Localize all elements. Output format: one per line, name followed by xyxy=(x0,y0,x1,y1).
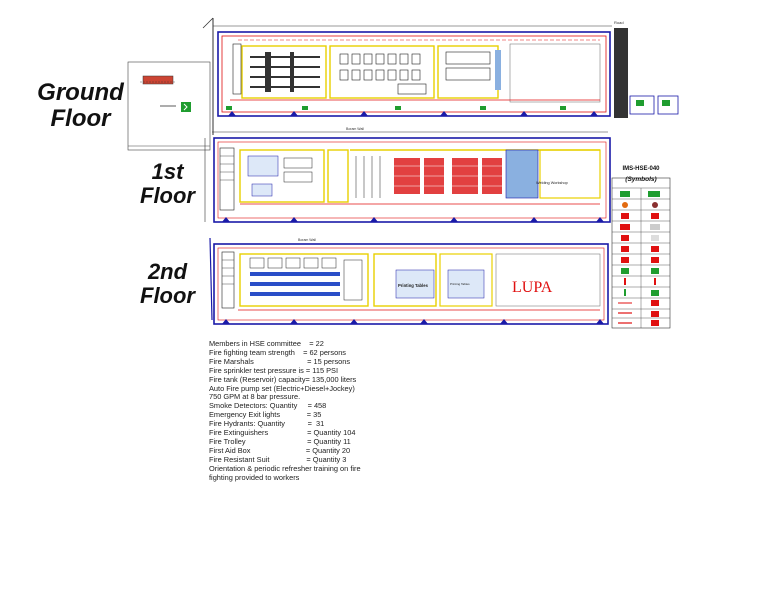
ground-floor-label: Ground Floor xyxy=(28,79,133,133)
note-line: Emergency Exit lights = 35 xyxy=(209,410,322,420)
road xyxy=(614,28,628,118)
note-line: fighting provided to workers xyxy=(209,472,300,482)
note-line: Smoke Detectors: Quantity = 458 xyxy=(209,401,327,411)
legend-doc-code: IMS-HSE-040 xyxy=(622,166,660,172)
ground-floor-label-line1: Ground xyxy=(37,79,124,106)
note-line: Fire Trolley = Quantity 11 xyxy=(209,436,351,446)
first-floor-plan: Boram Wall xyxy=(204,127,611,223)
note-line: Members in HSE committee = 22 xyxy=(209,339,324,348)
assembly-point-icon xyxy=(181,102,191,112)
symbols-legend xyxy=(611,177,671,329)
note-line: Fire Extinguishers = Quantity 104 xyxy=(209,428,356,438)
note-line: Fire Resistant Suit = Quantity 3 xyxy=(209,454,347,464)
ground-floor-label-line2: Floor xyxy=(50,105,111,133)
printing-tables-label: Printing Tables xyxy=(398,283,429,288)
first-floor-label: 1st Floor xyxy=(130,159,205,209)
note-line: 750 GPM at 8 bar pressure. xyxy=(209,392,301,402)
gate-block xyxy=(142,75,174,85)
note-line: Auto Fire pump set (Electric+Diesel+Jock… xyxy=(209,383,355,393)
second-floor-label-line2: Floor xyxy=(140,283,195,309)
fire-safety-notes: Members in HSE committee = 22 Fire fight… xyxy=(209,339,361,483)
second-floor-label-line1: 2nd xyxy=(147,259,188,284)
note-line: Fire tank (Reservoir) capacity= 135,000 … xyxy=(209,374,357,384)
note-line: Fire fighting team strength = 62 persons xyxy=(209,347,347,357)
boundary-wall-label-1: Boram Wall xyxy=(346,127,364,131)
legend-title: (Symbols) xyxy=(625,176,657,183)
ground-floor-plan: Road xyxy=(127,17,679,151)
note-line: Fire sprinkler test pressure is = 115 PS… xyxy=(209,365,339,375)
second-floor-plan: Boram Wall Printing Tables Printing Tabl… xyxy=(209,237,609,325)
second-floor-label: 2nd Floor xyxy=(130,259,205,309)
first-floor-label-line1: 1st xyxy=(151,159,184,184)
road-label: Road xyxy=(614,20,624,25)
note-line: Fire Hydrants: Quantity = 31 xyxy=(209,419,325,429)
boundary-wall-label-2: Boram Wall xyxy=(298,238,316,242)
welding-workshop-label: Welding Workshop xyxy=(536,181,568,185)
printing-tables-label-2: Printing Tables xyxy=(450,282,470,286)
lupa-brand-label: LUPA xyxy=(512,279,553,296)
note-line: Fire Marshals = 15 persons xyxy=(209,356,351,366)
note-line: First Aid Box = Quantity 20 xyxy=(209,445,351,455)
first-floor-label-line2: Floor xyxy=(140,183,195,209)
note-line: Orientation & periodic refresher trainin… xyxy=(209,463,361,473)
